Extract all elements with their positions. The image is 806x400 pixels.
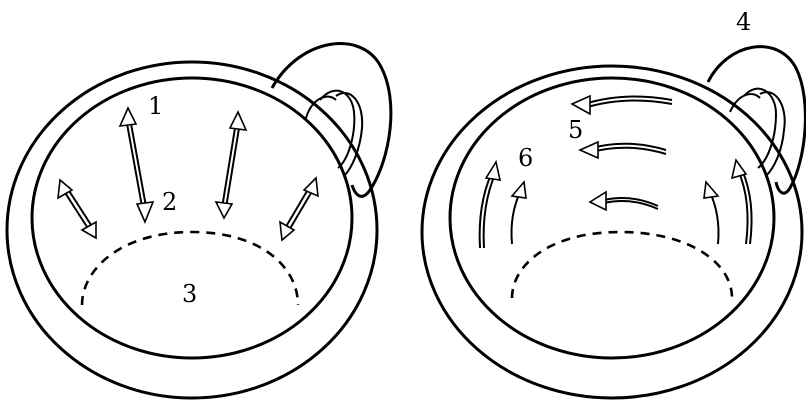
double-arrow bbox=[216, 112, 246, 218]
curved-arrow bbox=[480, 162, 500, 248]
curved-arrow bbox=[580, 142, 666, 158]
label-5: 5 bbox=[568, 116, 583, 144]
left-cup-outer-rim bbox=[7, 62, 377, 398]
double-arrow bbox=[58, 180, 96, 238]
double-arrow bbox=[120, 108, 153, 222]
right-cup-handle bbox=[708, 47, 805, 193]
curved-arrow bbox=[590, 192, 658, 210]
right-cup-inner-rim bbox=[450, 78, 774, 358]
curved-arrow bbox=[704, 182, 719, 244]
right-cup-swirl-arrows bbox=[480, 96, 752, 248]
label-2: 2 bbox=[162, 188, 177, 216]
curved-arrow bbox=[572, 96, 672, 114]
right-cup: 4 5 6 bbox=[422, 8, 805, 398]
label-6: 6 bbox=[518, 144, 533, 172]
label-1: 1 bbox=[148, 92, 163, 120]
label-4: 4 bbox=[736, 8, 751, 36]
curved-arrow bbox=[732, 160, 752, 244]
right-cup-bottom-contour bbox=[512, 232, 732, 298]
label-3: 3 bbox=[182, 280, 197, 308]
curved-arrow bbox=[511, 182, 526, 244]
left-cup: 1 2 3 bbox=[7, 44, 391, 398]
left-cup-inner-rim bbox=[32, 78, 352, 358]
double-arrow bbox=[280, 178, 318, 240]
left-cup-radial-arrows bbox=[58, 108, 318, 240]
